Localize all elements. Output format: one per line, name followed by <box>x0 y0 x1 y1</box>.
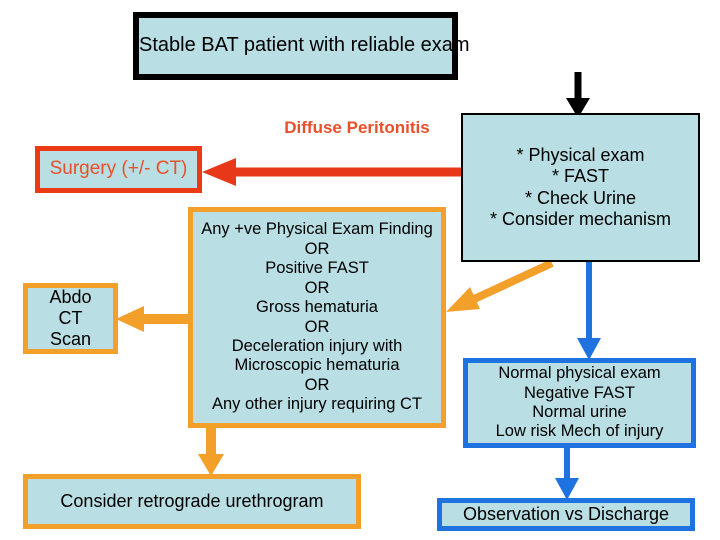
node-text-line: Normal urine <box>532 403 627 421</box>
node-text-line: * Consider mechanism <box>489 208 672 229</box>
node-text-line: Abdo <box>49 286 92 307</box>
node-text-line: Microscopic hematuria <box>234 356 400 375</box>
node-text-line: * Check Urine <box>524 187 637 208</box>
node-text: Normal physical exam Negative FAST Norma… <box>468 364 691 442</box>
node-text-line: Deceleration injury with <box>231 336 403 355</box>
node-text-line: OR <box>304 375 330 394</box>
node-text-line: Stable BAT patient with reliable exam <box>139 34 470 57</box>
node-normal-findings[interactable]: Normal physical exam Negative FAST Norma… <box>463 358 696 448</box>
node-text-line: Scan <box>49 329 92 350</box>
node-text-line: Low risk Mech of injury <box>495 422 664 441</box>
node-text: * Physical exam * FAST * Check Urine * C… <box>463 145 698 230</box>
connector-assessment-to-surgery <box>198 158 466 186</box>
node-text-line: Positive FAST <box>265 259 369 278</box>
node-text-line: OR <box>304 278 330 297</box>
edge-label-line: Peritonitis <box>346 118 430 137</box>
node-text-line: Any other injury requiring CT <box>211 395 422 414</box>
node-text: Any +ve Physical Exam Finding OR Positiv… <box>193 220 441 415</box>
connector-criteria-to-urethrogram <box>196 424 226 478</box>
node-text-line: CT <box>58 307 83 328</box>
node-stable-bat-patient[interactable]: Stable BAT patient with reliable exam <box>133 12 470 80</box>
node-text-line: * FAST <box>551 166 609 187</box>
node-text: Abdo CT Scan <box>28 287 113 351</box>
node-retrograde-urethrogram[interactable]: Consider retrograde urethrogram <box>23 474 361 529</box>
edge-label-diffuse-peritonitis: Diffuse Peritonitis <box>277 118 437 139</box>
node-text-line: Any +ve Physical Exam Finding <box>201 220 433 239</box>
node-text-line: OR <box>304 317 330 336</box>
node-surgery[interactable]: Surgery (+/- CT) <box>35 146 202 193</box>
node-assessment-steps[interactable]: * Physical exam * FAST * Check Urine * C… <box>461 113 700 262</box>
edge-label-line: Diffuse <box>284 118 342 137</box>
node-text-line: Surgery (+/- CT) <box>49 158 188 180</box>
connector-assessment-to-normal <box>572 260 606 362</box>
node-text-line: Negative FAST <box>524 383 635 402</box>
node-text-line: * Physical exam <box>516 145 645 166</box>
node-text-line: Consider retrograde urethrogram <box>60 490 324 511</box>
connector-top-to-assessment <box>556 72 600 120</box>
node-abdo-ct-scan[interactable]: Abdo CT Scan <box>23 283 118 354</box>
node-text: Stable BAT patient with reliable exam <box>139 34 470 58</box>
connector-assessment-to-criteria <box>440 255 558 317</box>
node-text: Surgery (+/- CT) <box>40 158 197 180</box>
node-text-line: OR <box>304 239 330 258</box>
node-text-line: Observation vs Discharge <box>462 503 670 524</box>
node-text-line: Gross hematuria <box>256 298 378 317</box>
node-ct-criteria[interactable]: Any +ve Physical Exam Finding OR Positiv… <box>188 207 446 428</box>
connector-criteria-to-abdoct <box>112 304 194 334</box>
connector-normal-to-observation <box>552 442 582 502</box>
node-text: Observation vs Discharge <box>442 504 690 525</box>
node-text-line: Normal physical exam <box>498 364 661 383</box>
node-text: Consider retrograde urethrogram <box>28 491 356 512</box>
node-observation-vs-discharge[interactable]: Observation vs Discharge <box>437 498 695 531</box>
